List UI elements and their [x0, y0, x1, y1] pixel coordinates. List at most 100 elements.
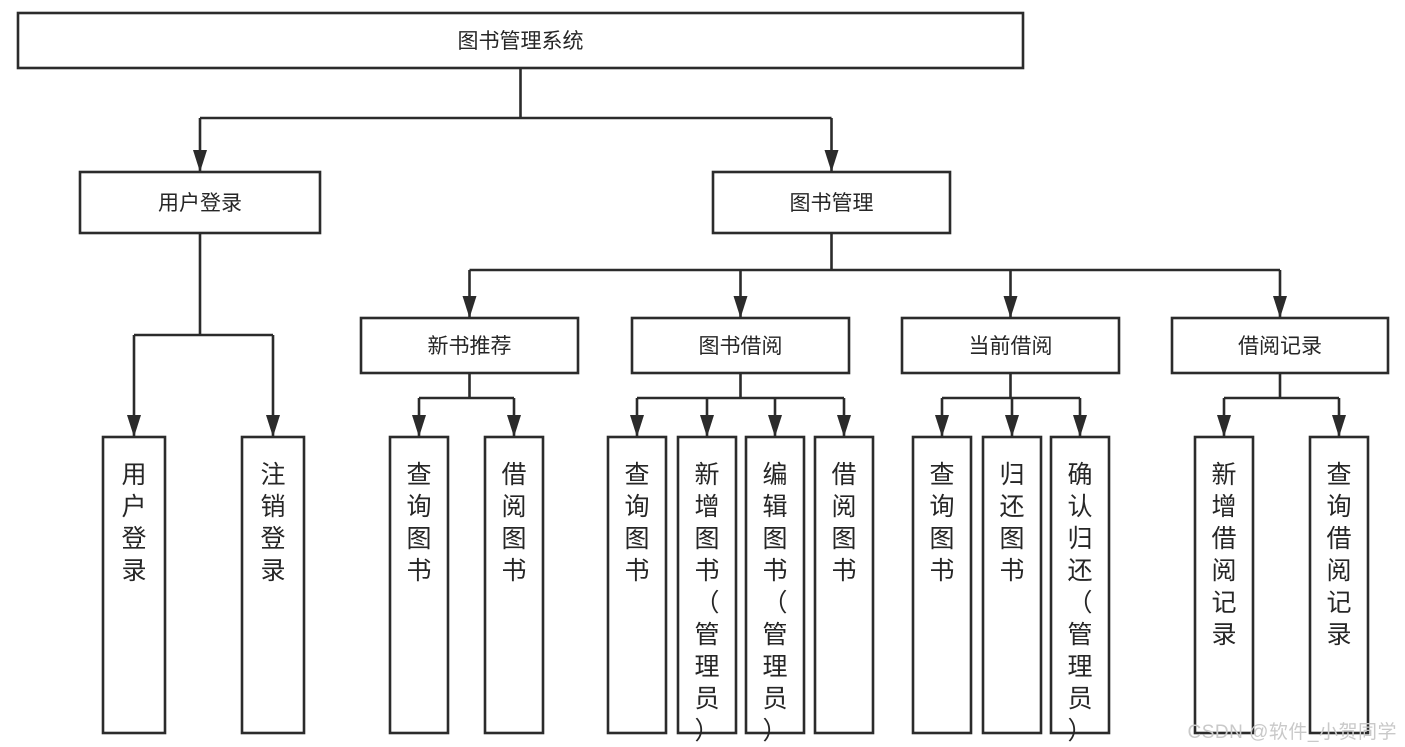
node-new-book-recommend[interactable]: 新书推荐 — [359, 316, 580, 375]
arrow-head-icon — [1273, 296, 1287, 318]
node-box-root[interactable] — [16, 11, 1025, 70]
node-label-char: 管 — [1067, 621, 1092, 649]
node-label-char: 新 — [1211, 461, 1236, 489]
node-box-current-borrow[interactable] — [900, 316, 1121, 375]
node-label-char: 书 — [624, 557, 649, 585]
node-label-user-login: 用户登录 — [158, 192, 242, 215]
node-current-borrow[interactable]: 当前借阅 — [900, 316, 1121, 375]
node-user-login[interactable]: 用户登录 — [78, 170, 322, 235]
node-label-char: 记 — [1326, 589, 1351, 617]
node-label-char: 图 — [406, 525, 431, 553]
node-label-char: 登 — [121, 525, 146, 553]
node-box-query-book-3[interactable] — [911, 435, 973, 735]
node-label-char: 登 — [260, 525, 285, 553]
arrow-head-icon — [507, 415, 521, 437]
node-box-user-login[interactable] — [78, 170, 322, 235]
node-box-borrow-book-2[interactable] — [813, 435, 875, 735]
node-label-char: （ — [1067, 589, 1092, 617]
node-box-borrow-book-1[interactable] — [483, 435, 545, 735]
arrow-head-icon — [733, 296, 748, 318]
arrow-head-icon — [630, 415, 644, 437]
node-label-char: 查 — [1326, 461, 1351, 489]
node-label-char: 查 — [929, 461, 954, 489]
node-label-char: 查 — [406, 461, 431, 489]
node-box-return-book[interactable] — [981, 435, 1043, 735]
node-label-char: 图 — [624, 525, 649, 553]
arrow-head-icon — [1005, 415, 1019, 437]
arrow-head-icon — [700, 415, 714, 437]
node-label-char: 增 — [1211, 493, 1236, 521]
node-label-char: 增 — [694, 493, 719, 521]
node-label-borrow-record: 借阅记录 — [1238, 335, 1322, 358]
node-label-current-borrow: 当前借阅 — [969, 335, 1053, 358]
arrow-head-icon — [127, 415, 141, 437]
node-label-char: 书 — [831, 557, 856, 585]
node-label-char: 归 — [999, 461, 1024, 489]
arrow-head-icon — [193, 150, 207, 172]
node-label-char: 销 — [260, 493, 285, 521]
node-box-book-borrow[interactable] — [630, 316, 851, 375]
node-label-char: 辑 — [762, 493, 787, 521]
node-label-char: 理 — [694, 653, 719, 681]
node-label-char: 还 — [1067, 557, 1092, 585]
node-label-root: 图书管理系统 — [458, 30, 584, 53]
node-box-edit-book-admin[interactable] — [744, 435, 806, 735]
node-box-query-book-1[interactable] — [388, 435, 450, 735]
node-box-borrow-record[interactable] — [1170, 316, 1390, 375]
node-borrow-record[interactable]: 借阅记录 — [1170, 316, 1390, 375]
node-label-book-management: 图书管理 — [790, 192, 874, 215]
node-book-borrow[interactable]: 图书借阅 — [630, 316, 851, 375]
node-box-add-book-admin[interactable] — [676, 435, 738, 735]
node-label-char: （ — [762, 589, 787, 617]
node-label-char: 用 — [121, 461, 146, 489]
node-label-char: 管 — [762, 621, 787, 649]
node-box-user-logout[interactable] — [240, 435, 306, 735]
node-label-char: 阅 — [1211, 557, 1236, 585]
node-label-char: 还 — [999, 493, 1024, 521]
node-box-query-book-2[interactable] — [606, 435, 668, 735]
node-label-char: 询 — [929, 493, 954, 521]
arrow-head-icon — [824, 150, 839, 172]
node-label-char: 员 — [762, 685, 787, 713]
node-user-login-do[interactable]: 用户登录 — [101, 435, 167, 735]
node-label-char: 归 — [1067, 525, 1092, 553]
node-label-char: 认 — [1067, 493, 1092, 521]
connector-layer — [127, 68, 1346, 437]
node-label-char: 图 — [929, 525, 954, 553]
node-label-char: 录 — [121, 557, 146, 585]
node-root[interactable]: 图书管理系统 — [16, 11, 1025, 70]
node-label-char: 书 — [929, 557, 954, 585]
node-box-book-management[interactable] — [711, 170, 952, 235]
node-label-char: 书 — [501, 557, 526, 585]
arrow-head-icon — [768, 415, 782, 437]
node-label-char: ） — [762, 717, 787, 745]
node-box-user-login-do[interactable] — [101, 435, 167, 735]
node-label-char: 注 — [260, 461, 285, 489]
node-box-query-borrow-record[interactable] — [1308, 435, 1370, 735]
node-label-char: 询 — [624, 493, 649, 521]
node-label-char: 员 — [694, 685, 719, 713]
node-label-char: 阅 — [831, 493, 856, 521]
node-label-char: 图 — [694, 525, 719, 553]
node-label-char: ） — [1067, 717, 1092, 745]
node-book-management[interactable]: 图书管理 — [711, 170, 952, 235]
node-box-confirm-return-admin[interactable] — [1049, 435, 1111, 735]
node-box-add-borrow-record[interactable] — [1193, 435, 1255, 735]
node-label-char: 理 — [1067, 653, 1092, 681]
node-box-new-book-recommend[interactable] — [359, 316, 580, 375]
node-label-char: 阅 — [501, 493, 526, 521]
node-label-char: 书 — [762, 557, 787, 585]
